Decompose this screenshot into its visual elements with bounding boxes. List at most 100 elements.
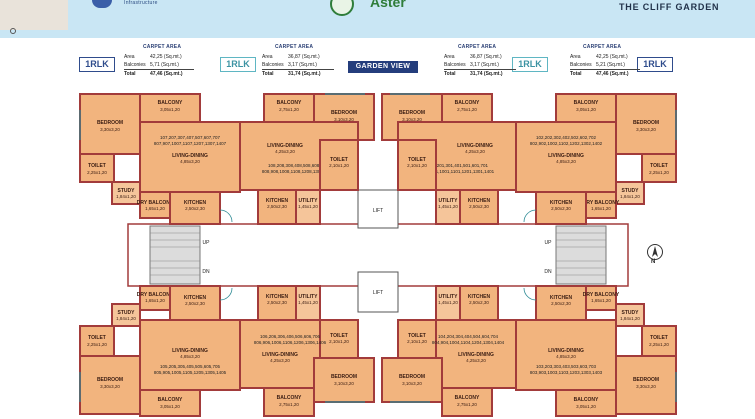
- living-label: LIVING-DINING: [548, 348, 584, 354]
- living-label: LIVING-DINING: [172, 153, 208, 159]
- balcony-size: 3,05x1,20: [576, 404, 596, 409]
- study-label: STUDY: [622, 188, 640, 194]
- balcony-size: 3,05x1,20: [160, 404, 180, 409]
- kitchen-label: KITCHEN: [184, 295, 207, 301]
- area-value: 36,87 (Sq.mt.): [470, 54, 502, 60]
- north-label: N: [651, 259, 656, 265]
- balconies-value: 5,71 (Sq.mt.): [150, 62, 179, 68]
- toilet-label: TOILET: [650, 163, 668, 169]
- balcony-size: 3,05x1,20: [576, 107, 596, 112]
- toilet-room: [79, 325, 115, 357]
- unit-numbers-cont: 805,905,1005,1105,1205,1305,1405: [154, 370, 227, 375]
- toilet-room: [641, 325, 677, 357]
- study-size: 1,84x1,20: [116, 194, 136, 199]
- study-label: STUDY: [118, 188, 136, 194]
- study-size: 1,84x1,20: [116, 316, 136, 321]
- balcony-size: 2,75x1,20: [457, 402, 477, 407]
- unit-top-center-right: BEDROOM 3,10x3,20 BALCONY 2,75x1,20 LIVI…: [381, 93, 517, 225]
- living-size: 4,25x3,20: [465, 149, 485, 154]
- toilet-size: 2,10x1,20: [407, 339, 427, 344]
- bedroom-room: [79, 93, 141, 155]
- carpet-area-heading-4: CARPET AREA: [583, 44, 622, 50]
- balcony-size: 2,75x1,20: [279, 402, 299, 407]
- bedroom-size: 3,10x3,20: [334, 381, 354, 386]
- living-dining-room: [515, 319, 617, 391]
- bedroom-size: 3,10x3,20: [402, 381, 422, 386]
- toilet-room: [319, 139, 359, 191]
- project-title: THE CLIFF GARDEN: [619, 2, 720, 12]
- utility-label: UTILITY: [299, 294, 319, 300]
- total-label: Total: [444, 71, 456, 77]
- toilet-size: 2,25x1,20: [87, 342, 107, 347]
- balconies-label: Balconies: [262, 62, 284, 68]
- utility-room: [295, 189, 321, 225]
- lift-label-bottom: LIFT: [373, 290, 383, 296]
- unit-top-center-left: BALCONY 2,75x1,20 BEDROOM 3,10x3,20 LIVI…: [239, 93, 375, 225]
- kitchen-room: [169, 191, 221, 225]
- living-dining-room: [239, 319, 321, 389]
- study-label: STUDY: [118, 310, 136, 316]
- kitchen-size: 2,50x2,30: [469, 204, 489, 209]
- balcony-size: 2,75x1,20: [457, 107, 477, 112]
- kitchen-room: [459, 285, 499, 321]
- unit-numbers: 106,206,306,406,506,606,706: [260, 334, 321, 339]
- balcony-label: BALCONY: [455, 395, 480, 401]
- kitchen-label: KITCHEN: [550, 295, 573, 301]
- utility-label: UTILITY: [299, 198, 319, 204]
- living-label: LIVING-DINING: [457, 143, 493, 149]
- living-dining-room: [139, 121, 241, 193]
- dry-balcony-label: DRY BALCONY: [583, 292, 620, 298]
- staircase-left: [149, 225, 201, 285]
- unit-numbers-cont: 808,908,1008,1108,1208,1308,1408: [262, 169, 335, 174]
- toilet-size: 2,10x1,20: [329, 163, 349, 168]
- stair-down-left: DN: [202, 269, 210, 275]
- developer-logo-icon: [92, 0, 112, 8]
- total-label: Total: [124, 71, 136, 77]
- toilet-room: [397, 139, 437, 191]
- toilet-label: TOILET: [408, 157, 426, 163]
- balconies-label: Balconies: [444, 62, 466, 68]
- unit-top-right: BALCONY 3,05x1,20 BEDROOM 3,30x3,20 102,…: [515, 93, 677, 225]
- dry-balcony-size: 1,65x1,20: [591, 298, 611, 303]
- unit-bottom-center-left: KITCHEN 2,50x2,30 UTILITY 1,45x1,20 TOIL…: [239, 285, 375, 417]
- toilet-size: 2,25x1,20: [649, 342, 669, 347]
- living-label: LIVING-DINING: [172, 348, 208, 354]
- dry-balcony-size: 1,65x1,20: [145, 206, 165, 211]
- toilet-label: TOILET: [88, 163, 106, 169]
- stair-down-right: DN: [544, 269, 552, 275]
- kitchen-size: 2,50x2,30: [551, 206, 571, 211]
- toilet-room: [641, 153, 677, 183]
- compass-dot-icon: [10, 28, 16, 34]
- balcony-size: 2,75x1,20: [279, 107, 299, 112]
- carpet-area-heading-1: CARPET AREA: [143, 44, 182, 50]
- lift-label-top: LIFT: [373, 208, 383, 214]
- kitchen-label: KITCHEN: [184, 200, 207, 206]
- balcony-room: [555, 389, 617, 417]
- toilet-room: [79, 153, 115, 183]
- area-value: 42,25 (Sq.mt.): [596, 54, 628, 60]
- unit-numbers-cont: 807,907,1007,1107,1207,1307,1407: [154, 141, 227, 146]
- door-swing: [523, 287, 537, 301]
- utility-label: UTILITY: [439, 198, 459, 204]
- kitchen-room: [535, 191, 587, 225]
- total-value: 31,74 (Sq.mt.): [288, 71, 321, 77]
- toilet-size: 2,25x1,20: [87, 170, 107, 175]
- study-size: 1,84x1,20: [620, 316, 640, 321]
- living-dining-room: [435, 319, 517, 389]
- toilet-label: TOILET: [650, 335, 668, 341]
- living-dining-room: [515, 121, 617, 193]
- unit-numbers-cont: 804,904,1004,1104,1204,1304,1404: [432, 340, 505, 345]
- kitchen-size: 2,50x2,30: [469, 300, 489, 305]
- living-size: 4,85x3,20: [556, 159, 576, 164]
- unit-badge-left-2: 1RLK: [220, 57, 256, 72]
- toilet-size: 2,10x1,20: [329, 339, 349, 344]
- door-swing: [219, 287, 233, 301]
- bedroom-room: [79, 355, 141, 415]
- total-value: 47,46 (Sq.mt.): [150, 71, 183, 77]
- study-label: STUDY: [622, 310, 640, 316]
- kitchen-size: 2,50x2,30: [267, 204, 287, 209]
- bedroom-size: 3,10x3,20: [334, 117, 354, 122]
- total-value: 31,74 (Sq.mt.): [470, 71, 503, 77]
- unit-numbers-cont: 802,902,1002,1102,1202,1302,1402: [530, 141, 603, 146]
